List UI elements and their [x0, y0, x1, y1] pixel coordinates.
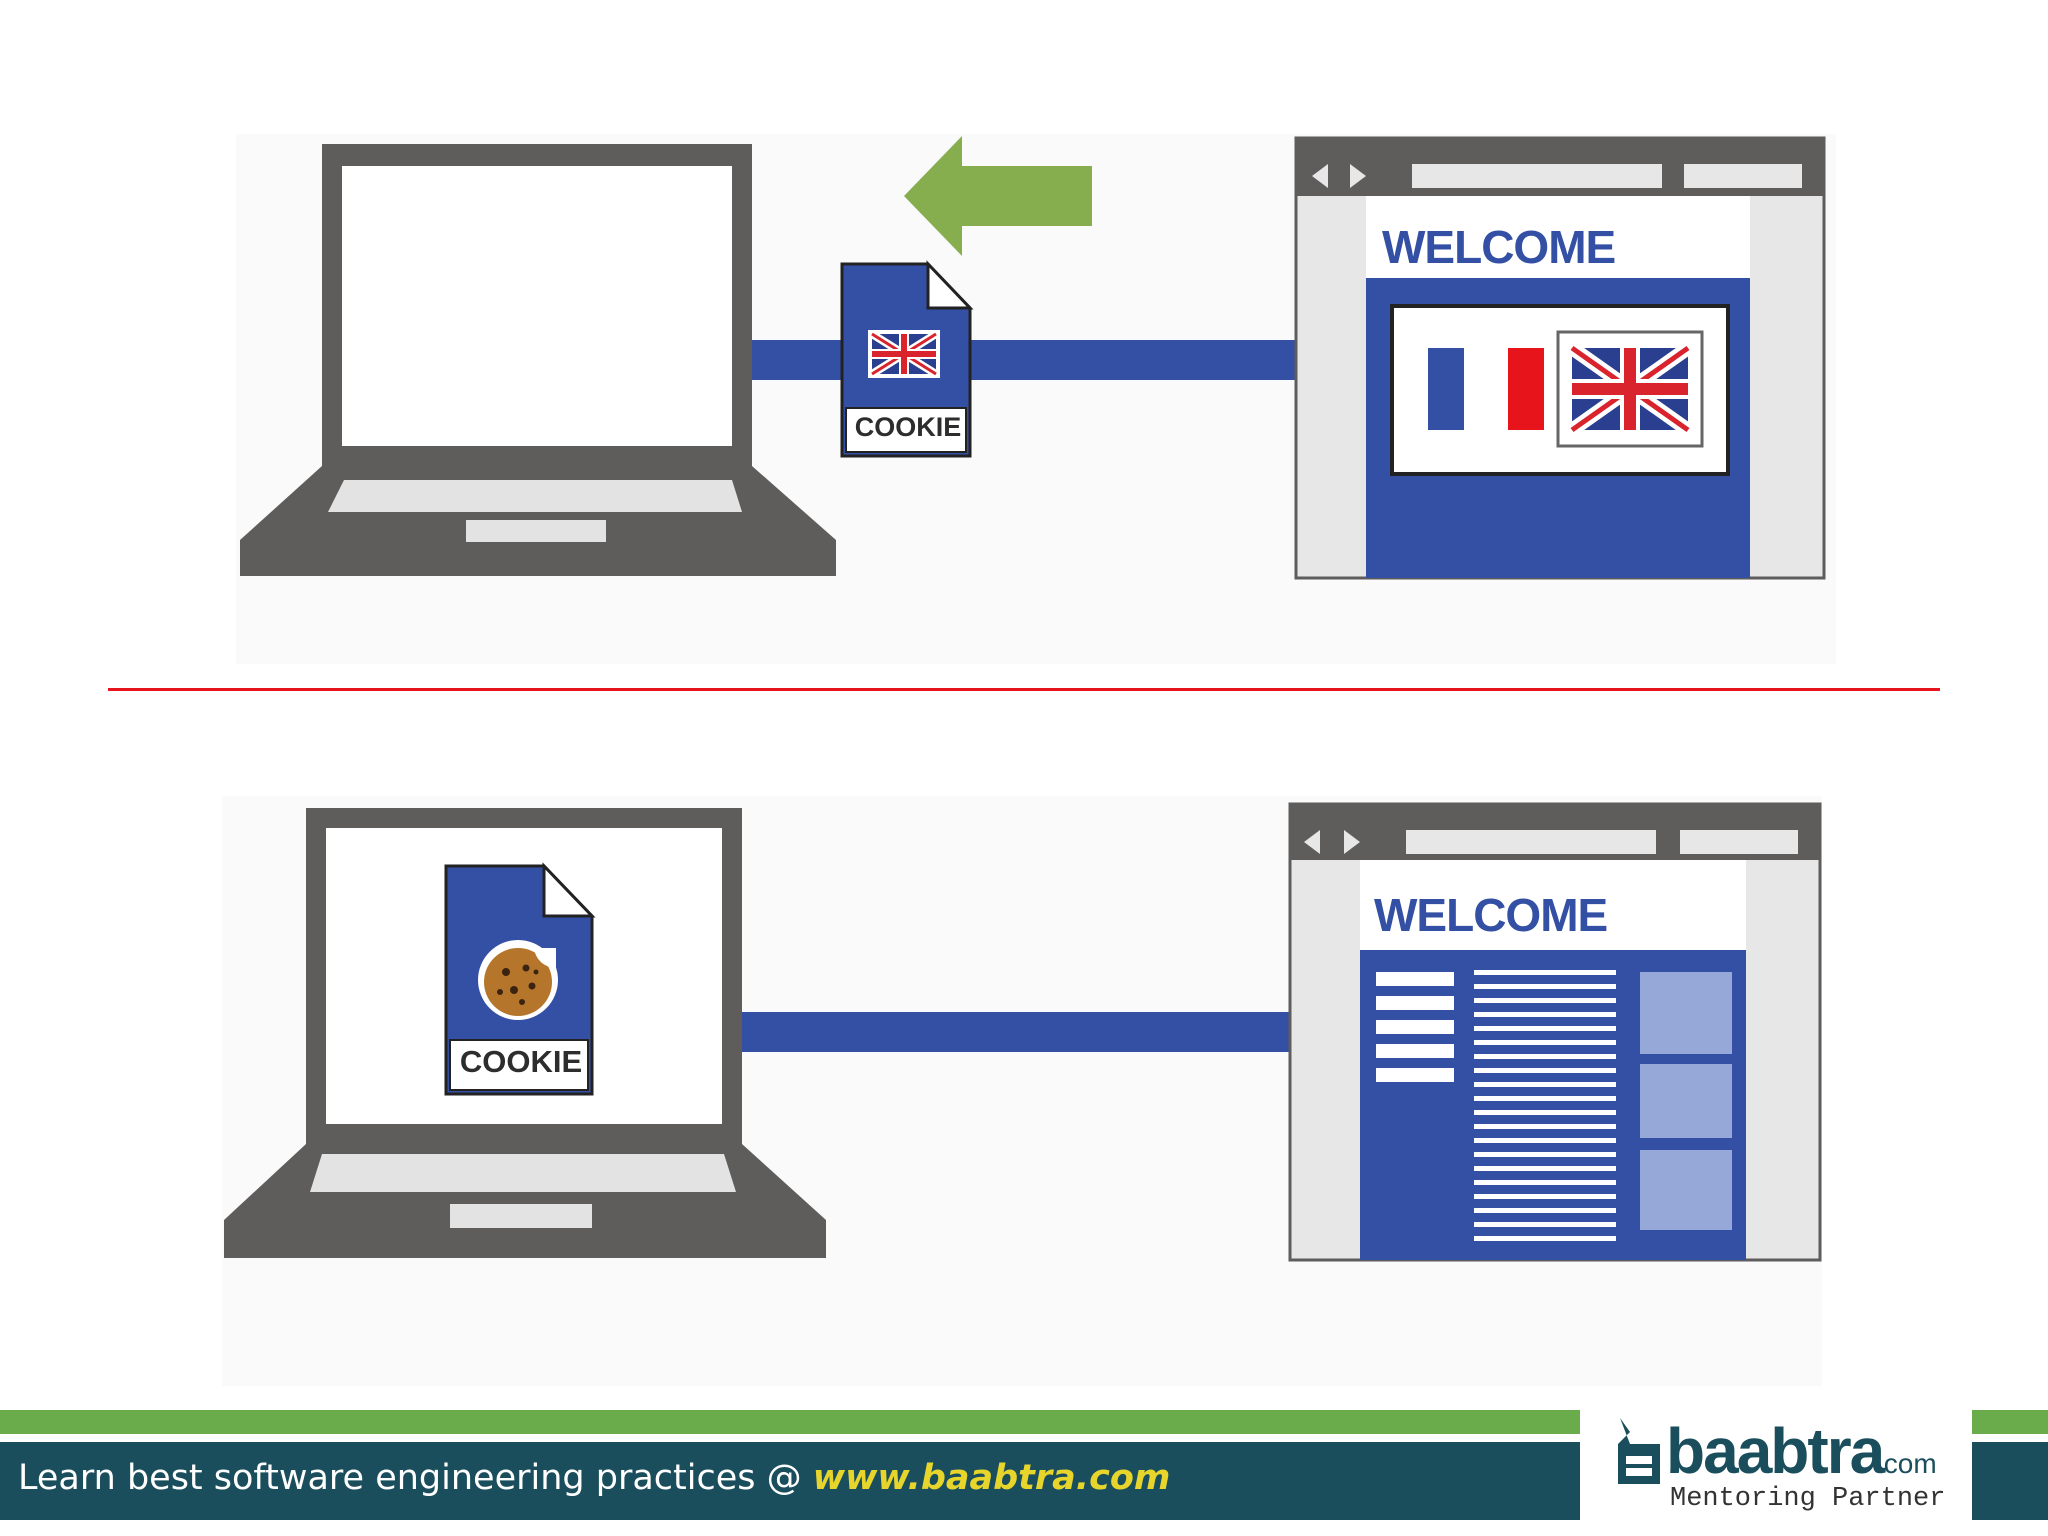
footer-tagline: Learn best software engineering practice… — [18, 1458, 1170, 1498]
baabtra-logo[interactable]: baabtra .com Mentoring Partner — [1598, 1408, 1954, 1528]
uk-flag-icon — [868, 330, 940, 378]
footer-green-band — [0, 1410, 1580, 1434]
divider-line — [108, 688, 1940, 691]
bottom-cookie-label: COOKIE — [452, 1044, 590, 1080]
top-browser-window — [1294, 136, 1826, 580]
footer-url-link[interactable]: www.baabtra.com — [813, 1458, 1171, 1498]
bottom-browser-window — [1288, 802, 1822, 1262]
logo-tagline: Mentoring Partner — [1670, 1484, 1945, 1514]
bottom-browser-heading: WELCOME — [1374, 888, 1607, 942]
footer-tagline-text: Learn best software engineering practice… — [18, 1458, 813, 1498]
footer-green-band-right — [1972, 1410, 2048, 1434]
top-cookie-label: COOKIE — [848, 412, 968, 443]
arrow-left-icon — [902, 134, 1094, 258]
logo-wordmark: baabtra — [1666, 1414, 1883, 1488]
logo-mark-icon — [1600, 1414, 1666, 1494]
footer-teal-band-right — [1972, 1442, 2048, 1520]
browser-thumbnail-boxes — [1640, 972, 1732, 1230]
top-laptop-icon — [236, 140, 846, 580]
top-browser-heading: WELCOME — [1382, 220, 1615, 274]
logo-suffix: .com — [1876, 1448, 1937, 1480]
cookie-biscuit-icon — [478, 940, 558, 1020]
